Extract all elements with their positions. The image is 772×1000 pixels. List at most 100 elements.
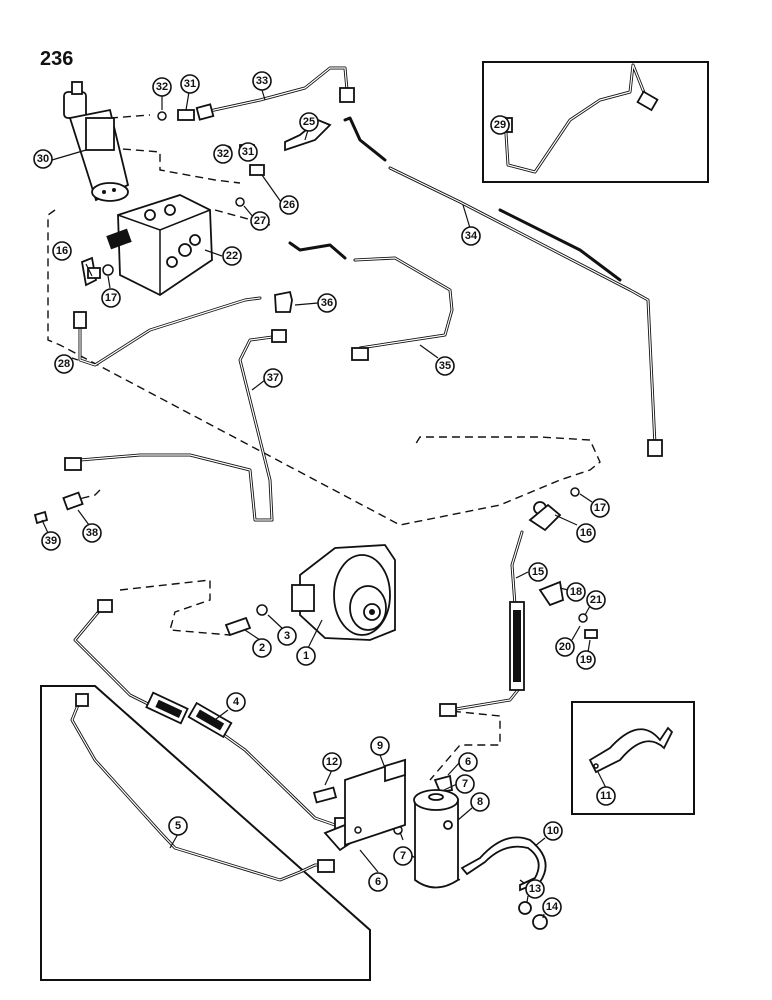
- svg-text:5: 5: [175, 820, 181, 832]
- svg-text:14: 14: [546, 901, 559, 913]
- svg-text:2: 2: [259, 642, 265, 654]
- svg-text:35: 35: [439, 360, 451, 372]
- strap-11: [588, 726, 674, 774]
- callout: 30: [33, 149, 87, 169]
- callout: 14: [542, 897, 562, 919]
- dashed-assembly-lines: [47, 114, 601, 896]
- svg-text:1: 1: [303, 650, 309, 662]
- strap-10: [460, 836, 547, 892]
- svg-text:19: 19: [580, 654, 592, 666]
- svg-text:33: 33: [256, 75, 268, 87]
- svg-text:12: 12: [326, 756, 338, 768]
- svg-text:17: 17: [594, 502, 606, 514]
- svg-text:29: 29: [494, 119, 506, 131]
- callouts: 1 2 3 4 5 6 6 7 7 8 9 10 11 12 13 14 15 …: [33, 71, 616, 919]
- callout: 10: [534, 821, 563, 847]
- callout: 22: [204, 246, 242, 266]
- callout: 15: [515, 562, 548, 582]
- callout: 36: [294, 293, 337, 313]
- callout: 16: [52, 241, 93, 277]
- callout: 38: [77, 509, 102, 543]
- callout: 20: [555, 625, 581, 657]
- callout: 33: [252, 71, 272, 101]
- svg-text:31: 31: [184, 78, 196, 90]
- svg-text:36: 36: [321, 297, 333, 309]
- callout: 35: [419, 344, 455, 376]
- svg-text:17: 17: [105, 292, 117, 304]
- svg-text:8: 8: [477, 796, 483, 808]
- inset-box-29: [482, 61, 709, 183]
- callout: 6: [359, 849, 388, 892]
- inset-box-11: [571, 701, 695, 815]
- callout: 7: [443, 774, 475, 794]
- callout: 25: [299, 112, 319, 141]
- callout: 31: [238, 142, 258, 162]
- svg-text:32: 32: [217, 148, 229, 160]
- inset-box-5: [40, 685, 371, 981]
- callout: 17: [579, 493, 610, 518]
- callout: 4: [211, 692, 246, 723]
- svg-text:28: 28: [58, 358, 70, 370]
- hydraulic-tube-highlights: [71, 64, 656, 881]
- svg-text:15: 15: [532, 566, 544, 578]
- svg-text:38: 38: [86, 527, 98, 539]
- hydraulic-tubes: [70, 63, 657, 882]
- callout: 32: [152, 77, 172, 110]
- filter-canister-8: [413, 789, 459, 889]
- svg-text:20: 20: [559, 641, 571, 653]
- callout: 13: [525, 879, 545, 903]
- page-number: 236: [40, 48, 74, 70]
- bracket-9: [344, 758, 406, 847]
- svg-text:18: 18: [570, 586, 582, 598]
- svg-text:27: 27: [254, 215, 266, 227]
- callout: 7: [393, 831, 413, 866]
- svg-text:10: 10: [547, 825, 559, 837]
- svg-text:16: 16: [56, 245, 68, 257]
- pump-1: [291, 544, 396, 641]
- callout: 32: [213, 144, 233, 164]
- svg-text:30: 30: [37, 153, 49, 165]
- svg-text:37: 37: [267, 372, 279, 384]
- svg-text:6: 6: [375, 876, 381, 888]
- svg-text:31: 31: [242, 146, 254, 158]
- callout: 16: [554, 514, 596, 543]
- callout: 34: [461, 204, 481, 246]
- svg-text:16: 16: [580, 527, 592, 539]
- callout: 3: [267, 614, 297, 646]
- hoses: [145, 601, 525, 739]
- callout: 9: [370, 736, 390, 769]
- svg-text:7: 7: [400, 850, 406, 862]
- callout: 37: [251, 368, 283, 391]
- callout: 29: [490, 115, 511, 135]
- callout: 19: [576, 639, 596, 670]
- svg-text:3: 3: [284, 630, 290, 642]
- callout: 11: [596, 771, 616, 806]
- callout: 27: [243, 205, 270, 231]
- svg-text:34: 34: [465, 230, 478, 242]
- callout: 12: [322, 752, 342, 786]
- svg-text:11: 11: [600, 790, 612, 802]
- callout: 39: [41, 519, 61, 551]
- svg-text:4: 4: [233, 696, 240, 708]
- svg-text:22: 22: [226, 250, 238, 262]
- callout: 26: [261, 174, 299, 215]
- svg-text:32: 32: [156, 81, 168, 93]
- svg-text:6: 6: [465, 756, 471, 768]
- valve-body-30: [63, 81, 130, 202]
- callout: 6: [447, 752, 478, 776]
- svg-text:39: 39: [45, 535, 57, 547]
- callout: 31: [180, 74, 200, 111]
- callout: 5: [168, 816, 188, 849]
- control-valve-22: [106, 194, 213, 297]
- callout: 8: [457, 792, 490, 821]
- callout: 21: [584, 590, 606, 616]
- svg-text:9: 9: [377, 740, 383, 752]
- svg-text:21: 21: [590, 594, 602, 606]
- svg-text:25: 25: [303, 116, 315, 128]
- callout: 28: [54, 354, 79, 374]
- callout: 18: [559, 582, 586, 602]
- callout: 2: [244, 629, 272, 658]
- svg-text:26: 26: [283, 199, 295, 211]
